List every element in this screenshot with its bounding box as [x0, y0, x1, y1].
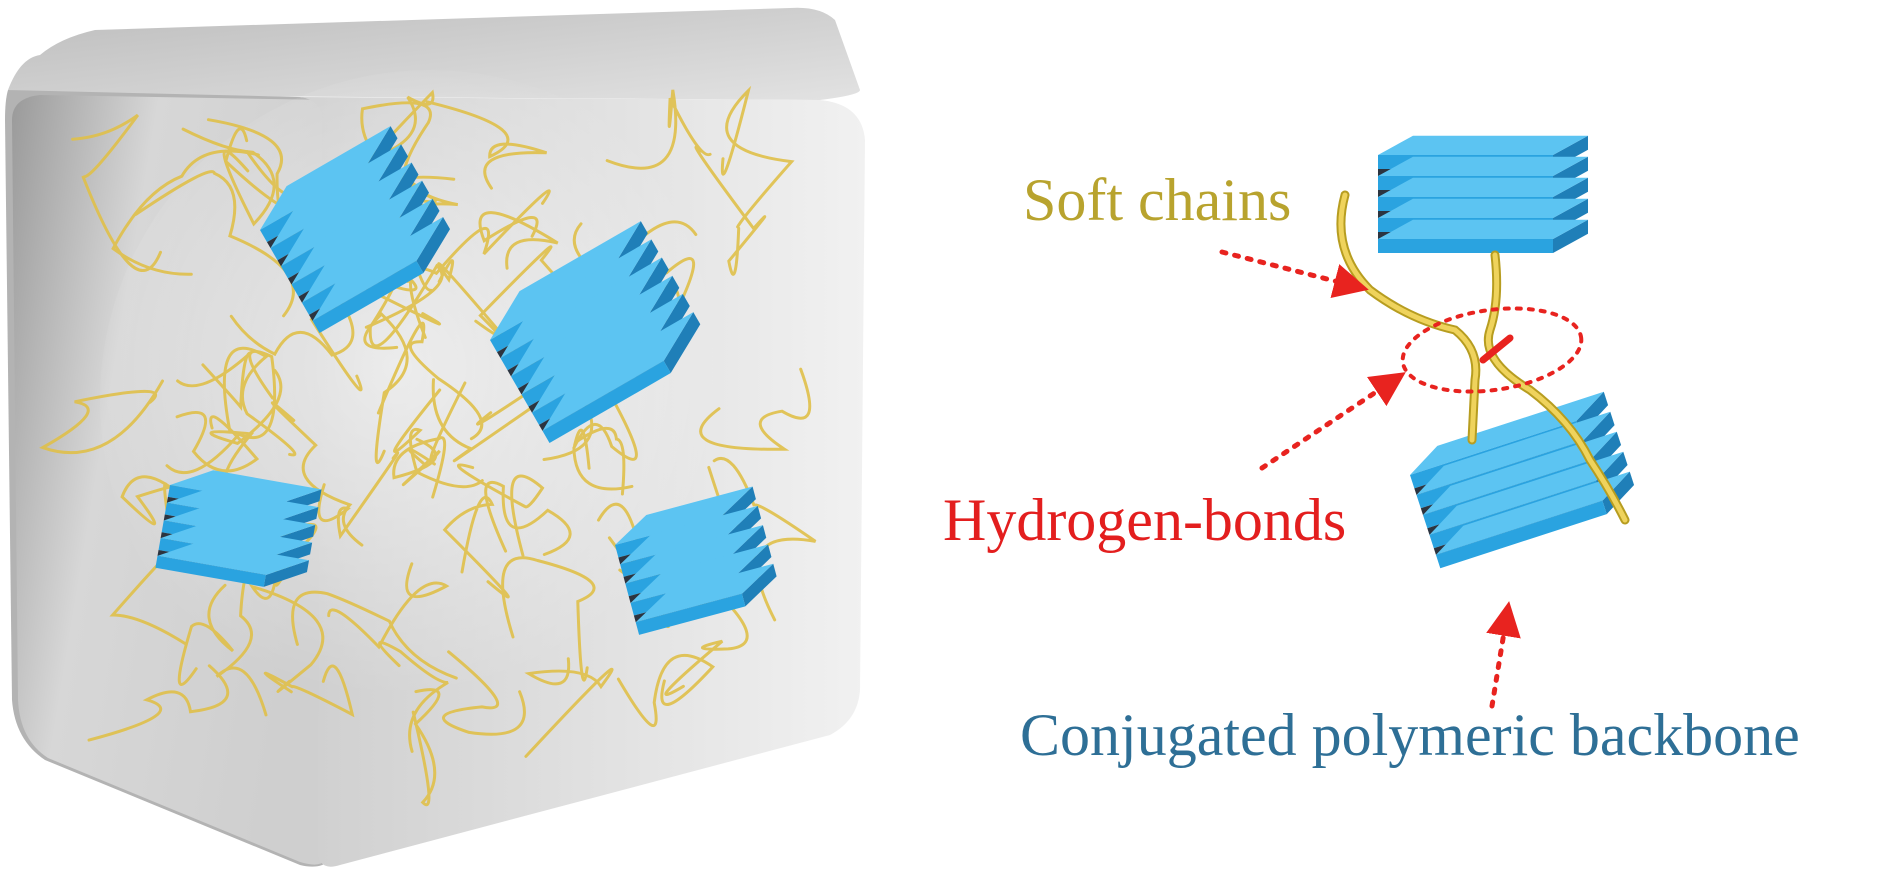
soft-chain-strand [39, 379, 164, 455]
soft-chain-strand [376, 321, 484, 441]
soft-chain-strand [317, 451, 400, 540]
arrow-soft-chains [1219, 249, 1369, 298]
soft-chain-strand [111, 149, 260, 276]
soft-chain-strand [378, 641, 449, 753]
soft-chain-strand [425, 100, 548, 190]
soft-chain-strand [87, 664, 230, 742]
soft-chain-strand [363, 312, 409, 465]
soft-chain-strand [664, 580, 749, 696]
cube-block-4 [615, 486, 777, 635]
cube-top-face [8, 7, 860, 100]
soft-chain-strand [411, 688, 441, 807]
soft-chain-strand [222, 346, 297, 457]
soft-chain-strand [327, 562, 450, 650]
schematic [1219, 135, 1635, 709]
soft-chain-strand [291, 590, 458, 680]
soft-chain-strand [456, 463, 545, 558]
soft-chain-strand [616, 653, 716, 727]
soft-chain-strand [248, 506, 325, 693]
arrow-hydrogen-bonds [1259, 372, 1406, 471]
soft-chain-strand [175, 411, 260, 473]
soft-chain-strand [393, 388, 484, 489]
soft-chain-strand [270, 401, 364, 547]
soft-chains-label: Soft chains [1023, 167, 1292, 233]
soft-chain-strand [605, 89, 712, 170]
soft-chain-strand [263, 664, 355, 718]
arrow-backbone [1486, 601, 1521, 709]
soft-chain-strand [71, 113, 162, 272]
conjugated-backbone-label: Conjugated polymeric backbone [1020, 702, 1800, 768]
hydrogen-bond-mark [1479, 334, 1514, 364]
soft-chain-strand [177, 583, 235, 686]
cube-block-1 [260, 126, 451, 334]
soft-chain-strand [229, 302, 355, 357]
soft-chain-strand [442, 650, 526, 736]
soft-chain-strand [699, 367, 812, 451]
soft-chain-strand [165, 350, 277, 475]
hydrogen-bonds-label: Hydrogen-bonds [943, 487, 1347, 553]
crystallite-top [1378, 135, 1588, 253]
crystallite-bottom [1410, 391, 1635, 569]
soft-chain-strand [484, 480, 572, 556]
soft-chain-strand [572, 375, 638, 491]
soft-chain-strand [442, 496, 510, 599]
soft-chain-strand [478, 211, 559, 270]
soft-chain-strand [176, 351, 255, 412]
soft-chain-strand [392, 436, 447, 499]
cube-illustration [5, 7, 865, 867]
soft-chain-strand [720, 85, 795, 229]
soft-chain-strand [694, 145, 767, 276]
crystallite-blocks [155, 126, 777, 635]
plate-stack-top [1378, 135, 1588, 253]
plate-stack-bottom [1410, 391, 1635, 569]
hydrogen-bond-highlight [1400, 306, 1584, 394]
cube-block-3 [155, 470, 322, 587]
soft-chain-strand [524, 657, 614, 758]
cube-block-2 [490, 221, 701, 444]
